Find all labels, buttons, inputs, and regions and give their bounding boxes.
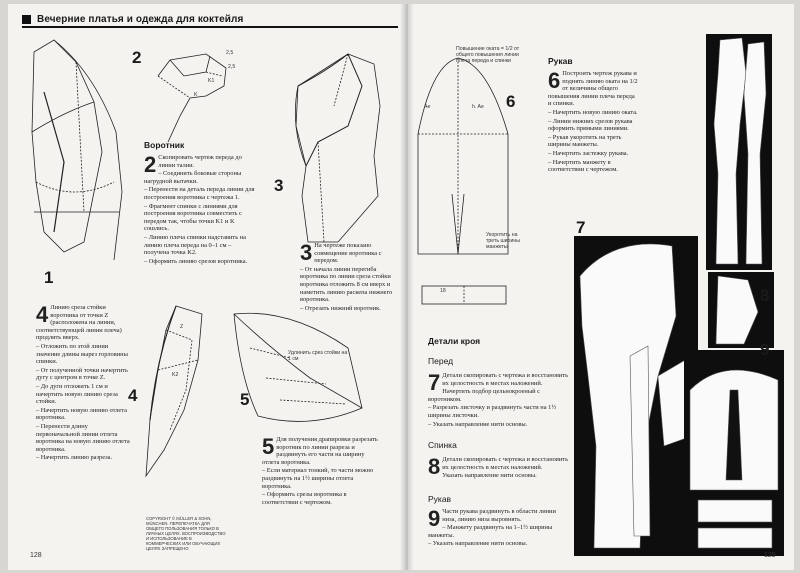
figure-6-note-top: Повышение оката = 1/2 от общего повышени… [456,46,520,64]
figure-5-label-a: Удлинить срез стойки на 1 см [288,350,348,362]
page-number-right: 129 [764,552,776,559]
step-4-line: – До дуги отложить 1 см и начертить нову… [36,382,118,406]
step-9-cap: 9 [428,506,441,531]
step-6-line: – Начертить новую линию оката. [548,108,638,116]
step-4-line: – Отложить по этой линии значение длины … [36,342,128,366]
step-5-line: – Если материал тонкий, то части можно р… [262,467,374,490]
step-5-line: Для получения драпировки разрезать ворот… [262,436,378,466]
pattern-panel-back [708,272,774,348]
figure-4-pattern: Z K2 [136,300,208,478]
section-collar-heading: Воротник [144,140,185,150]
header-rule [22,26,398,28]
header-square-icon [22,14,31,24]
step-2-line: Скопировать чертеж переда до линии талии… [158,154,242,169]
figure-2-label-d: K [194,92,198,98]
figure-6-pattern: Повышение оката = 1/2 от общего повышени… [412,44,522,314]
figure-2-label-a: 2,5 [226,50,234,56]
step-2-line: – Линию плеча спинки надставить на линию… [144,233,246,257]
page-number-left: 128 [30,552,42,559]
figure-2-number: 2 [132,48,142,67]
step-6-line: – Начертить манжету в соответствии с чер… [548,158,618,174]
step-6-cap: 6 [548,68,561,93]
step-6-text: 6 Построить чертеж рукава и поднять лини… [548,70,638,175]
header-title: Вечерние платья и одежда для коктейля [37,13,244,25]
figure-4-number: 4 [128,386,138,405]
section-details-heading: Детали кроя [428,336,481,346]
figure-2-label-b: 2,5 [228,64,236,70]
step-7-line: Начертить подбор цельнокроеный с воротни… [428,388,540,403]
step-9-line: Части рукава раздвинуть в области линии … [442,508,556,523]
section-front-heading: Перед [428,356,454,366]
step-7-text: 7 Детали скопировать с чертежа и восстан… [428,372,568,429]
step-7-cap: 7 [428,370,441,395]
step-8-line: Детали скопировать с чертежа и восстанов… [442,456,569,471]
pattern-panel-top-right [706,34,772,270]
figure-6-label-ae-right: h. Ae [472,104,484,110]
step-2-line: – Перенести на деталь переда линии для п… [144,186,255,201]
step-6-line: – Начертить застежку рукава. [548,149,629,157]
figure-6-label-ae-left: Ae [424,104,431,110]
figure-6-note-bottom: Укоротить на треть ширины манжеты [486,232,520,250]
step-4-line: – Начертить линию разреза. [36,454,113,462]
step-8-text: 8 Детали скопировать с чертежа и восстан… [428,456,568,481]
step-7-line: – Указать направление нити основы. [428,420,528,428]
figure-1-pattern [24,32,124,264]
step-3-line: – Отрезать нижний воротник. [300,304,381,312]
figure-2-label-c: K1 [208,78,215,84]
figure-4-label-b: K2 [172,372,179,378]
figure-2-pattern: 2,5 2,5 K1 K [150,46,240,146]
step-3-line: – От начала линии перегиба воротника по … [300,265,393,304]
figure-5-number: 5 [240,390,250,409]
step-9-line: – Указать направление нити основы. [428,540,528,548]
step-2-line: – Соединить боковые стороны нагрудной вы… [144,170,242,185]
section-sleeve-heading: Рукав [548,56,573,66]
step-2-line: – Оформить линию срезов воротника. [144,257,248,265]
figure-6-number: 6 [506,92,516,111]
step-6-line: – Линии нижних срезов рукава оформить пр… [548,117,633,133]
step-3-text: 3 На чертеже показано совмещение воротни… [300,242,396,313]
magazine-spread: Вечерние платья и одежда для коктейля 1 … [8,4,794,570]
step-4-line: – Перенести длину первоначальной линии о… [36,422,130,453]
copyright-note: COPYRIGHT © MÜLLER & SOHN, MÜNCHEN. ПЕРЕ… [146,516,226,551]
figure-5-pattern: Удлинить срез стойки на 1 см [230,308,366,432]
step-9-text: 9 Части рукава раздвинуть в области лини… [428,508,568,549]
step-3-line: На чертеже показано совмещение воротника… [314,242,382,265]
step-4-cap: 4 [36,302,49,327]
step-5-line: – Оформить срезы воротника в соответстви… [262,491,347,506]
figure-8-number: 8 [760,286,770,305]
figure-4-label-a: Z [180,324,184,330]
step-4-line: Линию среза стойки воротника от точки Z … [36,304,122,342]
step-7-line: Детали скопировать с чертежа и восстанов… [442,372,569,387]
figure-1-number: 1 [44,268,54,287]
step-3-cap: 3 [300,240,313,265]
step-2-line: – Фрагмент спинки с линиями для построен… [144,202,242,233]
step-2-cap: 2 [144,152,157,177]
step-4-line: – От полученной точки начертить дугу с ц… [36,366,128,382]
figure-6-measure: 18 [440,288,446,294]
figure-9-number: 9 [760,340,770,359]
section-back-heading: Спинка [428,440,457,450]
step-4-text: 4 Линию среза стойки воротника от точки … [36,304,132,463]
page-header: Вечерние платья и одежда для коктейля [22,12,243,26]
figure-3-pattern [278,46,390,246]
step-6-line: – Рукав укоротить на треть ширины манжет… [548,133,622,149]
book-gutter [400,4,414,570]
figure-7-number: 7 [576,218,586,237]
step-8-line: Указать направление нити основы. [442,472,537,480]
step-9-line: – Манжету раздвинуть на 1–1½ ширины манж… [428,524,553,539]
step-6-line: Построить чертеж рукава и поднять линию … [548,70,638,108]
section-sleeve2-heading: Рукав [428,494,452,504]
step-7-line: – Разрезать листочку и раздвинуть части … [428,404,557,419]
step-5-text: 5 Для получения драпировки разрезать вор… [262,436,380,507]
step-8-cap: 8 [428,454,441,479]
pattern-panel-front [574,236,698,556]
pattern-panel-sleeve [684,350,784,556]
figure-3-number: 3 [274,176,284,195]
step-4-line: – Начертить новую линию отлета воротника… [36,406,127,422]
step-2-text: 2 Скопировать чертеж переда до линии тал… [144,154,256,266]
step-5-cap: 5 [262,434,275,459]
